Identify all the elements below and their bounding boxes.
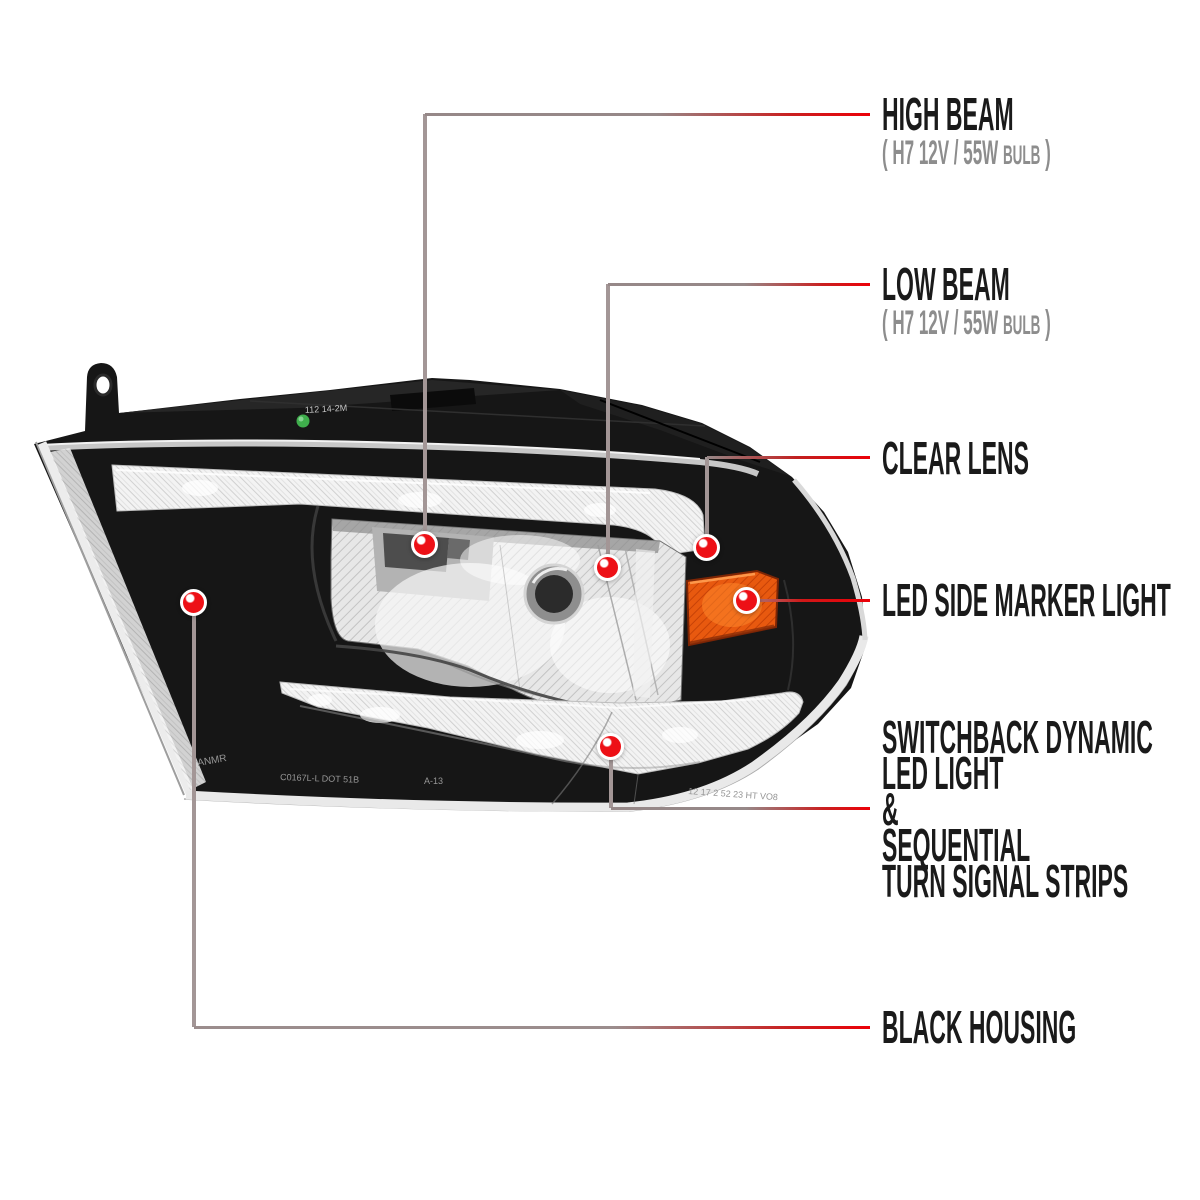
- lens-code-2: A-13: [424, 776, 443, 786]
- connector-switchback-horizontal: [611, 807, 870, 810]
- connector-black-housing-horizontal: [194, 1026, 870, 1029]
- connector-low-beam-vertical: [606, 284, 610, 568]
- lens-top-chrome-strip: [39, 440, 760, 477]
- lens-left-outer-line: [35, 441, 185, 796]
- switchback-line-1: SWITCHBACK DYNAMIC: [882, 711, 1153, 763]
- connector-high-beam-horizontal: [425, 113, 870, 116]
- callout-label-high-beam: HIGH BEAM: [882, 88, 1014, 140]
- bulb-spec-close: ): [1040, 134, 1051, 172]
- led-sparkle: [398, 492, 442, 508]
- callout-label-clear-lens: CLEAR LENS: [882, 432, 1029, 484]
- amber-bottom-edge: [689, 624, 775, 645]
- led-sparkle: [516, 731, 564, 749]
- facet-bright: [633, 549, 655, 698]
- switchback-line-3: &: [882, 783, 899, 835]
- housing-top-code: 112 14-2M: [305, 403, 348, 415]
- green-indicator-dot: [296, 414, 310, 428]
- lens-dot-code: C0167L-L DOT 51B: [280, 772, 359, 785]
- mounting-tab-hole: [93, 373, 113, 397]
- housing-notch: [390, 388, 476, 411]
- housing-fin-line: [249, 400, 706, 427]
- switchback-line-2: LED LIGHT: [882, 747, 1004, 799]
- callout-sublabel-high-beam: ( H7 12V / 55W BULB ): [882, 136, 1051, 172]
- callout-label-switchback: SWITCHBACK DYNAMIC LED LIGHT & SEQUENTIA…: [882, 711, 1153, 907]
- connector-black-housing-vertical: [192, 603, 196, 1027]
- lens-seam: [551, 711, 613, 805]
- amber-highlight: [689, 572, 756, 585]
- housing-fins: [560, 390, 790, 476]
- housing-fin-shadow: [599, 399, 761, 463]
- frame-bevel-right: [783, 579, 795, 691]
- callout-dot-switchback: [597, 733, 624, 760]
- bulb-spec-text: ( H7 12V / 55W: [882, 304, 1003, 342]
- lens-brand-stamp: ANMR: [197, 753, 228, 769]
- led-sparkle: [360, 707, 400, 723]
- led-sparkle: [662, 727, 698, 743]
- bulb-spec-close: ): [1040, 304, 1051, 342]
- lens-bottom-edge: [185, 635, 869, 812]
- reflector-top-shadow: [332, 519, 660, 553]
- bulb-spec-text: ( H7 12V / 55W: [882, 134, 1003, 172]
- facet-line: [499, 544, 521, 691]
- low-beam-bulb: [535, 575, 573, 613]
- led-sparkle: [584, 503, 616, 517]
- lens-seam: [633, 774, 639, 805]
- bulb-word: BULB: [1002, 310, 1041, 340]
- bulb-word: BULB: [1002, 140, 1041, 170]
- callout-dot-clear-lens: [693, 534, 720, 561]
- callout-dot-high-beam: [411, 531, 438, 558]
- bulb-highlight: [531, 567, 568, 584]
- headlight-illustration: 112 14-2M ANMR C0167L-L DOT 51B A-13 12 …: [34, 363, 869, 812]
- frame-bevel-left: [310, 505, 338, 642]
- connector-low-beam-horizontal: [608, 283, 870, 286]
- callout-dot-black-housing: [180, 589, 207, 616]
- lens-left-edge: [37, 441, 195, 795]
- switchback-line-4: SEQUENTIAL: [882, 819, 1031, 871]
- housing-top-sheen: [119, 380, 560, 413]
- connector-switchback-vertical: [609, 747, 613, 808]
- lower-led-shadow: [299, 705, 701, 769]
- callout-sublabel-low-beam: ( H7 12V / 55W BULB ): [882, 306, 1051, 342]
- green-indicator-highlight: [298, 416, 304, 422]
- connector-clear-lens-vertical: [705, 457, 709, 548]
- led-sparkle: [308, 694, 332, 706]
- connector-high-beam-vertical: [423, 114, 427, 545]
- led-sparkle: [182, 480, 218, 496]
- callout-label-black-housing: BLACK HOUSING: [882, 1001, 1077, 1053]
- lens-right-edge: [792, 478, 868, 641]
- upper-led-highlight: [115, 469, 651, 494]
- connector-clear-lens-horizontal: [707, 456, 870, 459]
- callout-label-low-beam: LOW BEAM: [882, 258, 1010, 310]
- connector-side-marker-horizontal: [747, 599, 870, 602]
- lens-left-flutes: [50, 448, 206, 790]
- callout-label-led-side-marker: LED SIDE MARKER LIGHT: [882, 574, 1171, 626]
- lens-top-highlight: [39, 439, 701, 460]
- lower-led-highlight: [289, 688, 776, 710]
- switchback-line-5: TURN SIGNAL STRIPS: [882, 855, 1129, 907]
- callout-dot-low-beam: [594, 554, 621, 581]
- callout-dot-led-side-marker: [733, 587, 760, 614]
- lens-code-3: 12 17 2 52 23 HT VO8: [688, 786, 778, 802]
